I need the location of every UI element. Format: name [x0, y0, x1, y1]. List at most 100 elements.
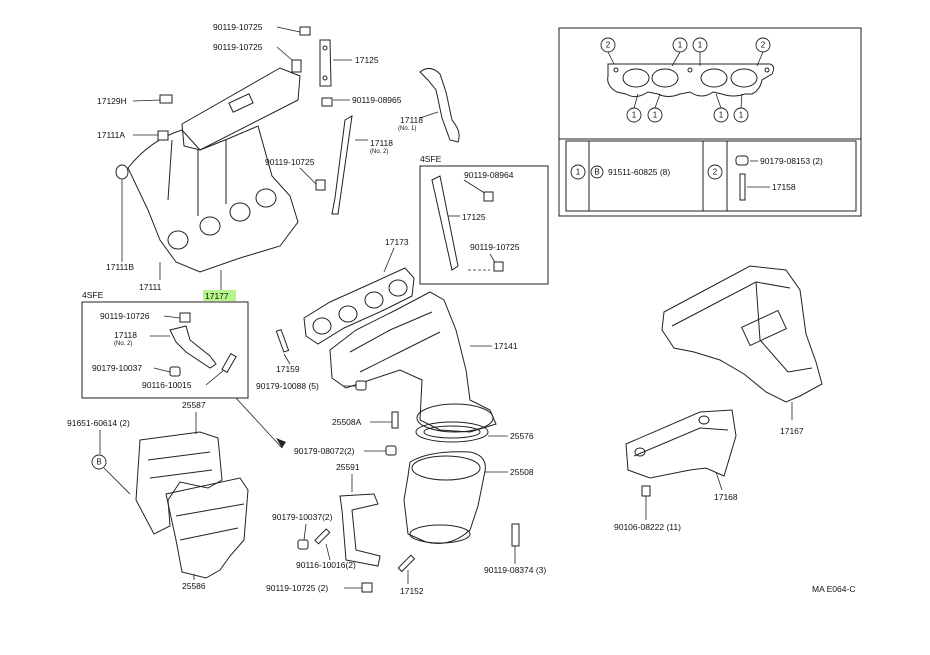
label-91511-60825: 91511-60825 (8) — [608, 167, 670, 177]
insulator-17168 — [625, 409, 737, 479]
label-90179-10037: 90179-10037 — [92, 363, 142, 373]
label-90106-08222: 90106-08222 (11) — [614, 522, 681, 532]
callout-2-text: 2 — [606, 41, 611, 50]
callout-1-text: 1 — [653, 111, 658, 120]
bolt-part — [291, 59, 302, 73]
label-90119-10725-c: 90119-10725 — [265, 157, 315, 167]
callout-1-icon — [733, 107, 749, 123]
insulator-17167 — [661, 265, 823, 403]
bolt-part — [179, 312, 191, 323]
label-90119-08374: 90119-08374 (3) — [484, 565, 546, 575]
lower-insulator-group: 91651-60614 (2) B 25587 25586 — [67, 400, 249, 591]
stud-part — [739, 173, 746, 201]
bolt-part — [299, 26, 311, 36]
label-90119-08964: 90119-08964 — [464, 170, 514, 180]
callout-b-text: B — [96, 458, 101, 467]
label-17125-top: 17125 — [355, 55, 379, 65]
label-90116-10016: 90116-10016(2) — [296, 560, 356, 570]
label-90179-10088: 90179-10088 (5) — [256, 381, 319, 391]
label-17167: 17167 — [780, 426, 804, 436]
callout-1-text: 1 — [632, 111, 637, 120]
manifold-17141 — [329, 291, 497, 433]
bolt-part — [157, 130, 169, 141]
label-90179-08072: 90179-08072(2) — [294, 446, 355, 456]
label-90119-10726: 90119-10726 — [100, 311, 150, 321]
label-17159: 17159 — [276, 364, 300, 374]
label-4sfe-right: 4SFE — [420, 154, 442, 164]
label-17111b: 17111B — [106, 262, 134, 272]
label-25586: 25586 — [182, 581, 206, 591]
label-90119-10725-a: 90119-10725 — [213, 22, 263, 32]
bolt-part — [483, 191, 494, 202]
center-manifold-group: 17173 17141 17159 90179-10088 (5) 25508A… — [235, 237, 546, 596]
label-no1: (No. 1) — [398, 126, 416, 132]
nut-part — [735, 155, 749, 166]
bolt-part — [641, 485, 651, 497]
label-17129h: 17129H — [97, 96, 127, 106]
label-90116-10015: 90116-10015 — [142, 380, 192, 390]
label-17118-left: 17118 — [114, 330, 137, 340]
stay-17118-no2 — [331, 115, 353, 215]
callout-2-icon — [707, 164, 723, 180]
bolt-part — [511, 523, 520, 547]
gasket-ring — [115, 164, 129, 180]
label-90119-10725-d: 90119-10725 — [470, 242, 520, 252]
stud-25508a — [391, 411, 399, 429]
label-90119-10725-e: 90119-10725 (2) — [266, 583, 328, 593]
converter-25508 — [403, 451, 486, 544]
gasket-inset-box: 2 1 1 2 1 1 1 1 1 B 91511-60825 (8) 2 90… — [558, 27, 862, 217]
manifold-flange — [416, 403, 494, 433]
label-91651-60614: 91651-60614 (2) — [67, 418, 130, 428]
label-25591: 25591 — [336, 462, 360, 472]
label-17168: 17168 — [714, 492, 738, 502]
4sfe-left-box: 4SFE 90119-10726 17118 (No. 2) 90179-100… — [81, 290, 249, 399]
callout-1-icon — [692, 37, 708, 53]
nut-part — [169, 366, 181, 377]
stud-part — [314, 528, 331, 545]
label-no2-left: (No. 2) — [114, 341, 132, 347]
highlight-17177 — [203, 290, 236, 301]
callout-1-icon — [626, 107, 642, 123]
callout-2-text: 2 — [713, 168, 718, 177]
callout-1-text: 1 — [719, 111, 724, 120]
stud-17159 — [275, 328, 290, 353]
callout-b-text: B — [594, 168, 599, 177]
insulator-25587 — [135, 431, 223, 535]
label-25587: 25587 — [182, 400, 206, 410]
callout-1-text: 1 — [576, 168, 581, 177]
label-17177: 17177 — [205, 291, 229, 301]
stud-part — [159, 94, 173, 104]
stud-17152 — [397, 554, 416, 573]
label-17111: 17111 — [139, 282, 162, 292]
callout-1-icon — [570, 164, 586, 180]
bolt-part — [361, 582, 373, 593]
bracket-17118-no1 — [419, 68, 460, 143]
callout-1-icon — [713, 107, 729, 123]
label-17152: 17152 — [400, 586, 424, 596]
label-17173: 17173 — [385, 237, 409, 247]
bracket-17118-left — [169, 325, 217, 369]
label-17125-box: 17125 — [462, 212, 486, 222]
label-no2: (No. 2) — [370, 149, 388, 155]
callout-b-icon — [590, 165, 604, 179]
callout-1-text: 1 — [678, 41, 683, 50]
arrow-icon — [276, 438, 286, 448]
label-25576: 25576 — [510, 431, 534, 441]
callout-2-icon — [755, 37, 771, 53]
bracket-25591 — [339, 493, 381, 567]
insulator-25586 — [165, 477, 249, 579]
label-17118-no2: 17118 — [370, 138, 393, 148]
label-4sfe-left: 4SFE — [82, 290, 104, 300]
callout-2-text: 2 — [761, 41, 766, 50]
label-90179-10037-b: 90179-10037(2) — [272, 512, 333, 522]
callout-1-text: 1 — [698, 41, 703, 50]
callout-1-icon — [647, 107, 663, 123]
label-90179-08153: 90179-08153 (2) — [760, 156, 823, 166]
label-90119-10725-b: 90119-10725 — [213, 42, 263, 52]
nut-part — [355, 380, 367, 391]
diagram-code: MA E064-C — [812, 584, 855, 594]
label-17141: 17141 — [494, 341, 518, 351]
label-25508: 25508 — [510, 467, 534, 477]
4sfe-right-box: 4SFE 17125 90119-08964 90119-10725 — [419, 154, 549, 285]
